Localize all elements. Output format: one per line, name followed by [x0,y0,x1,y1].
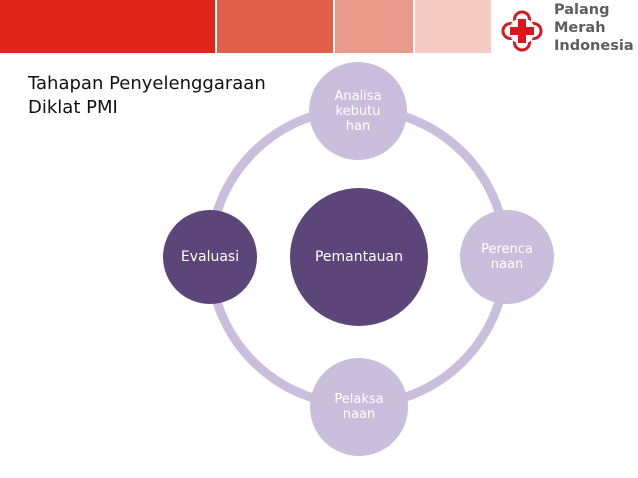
node-pelaksanaan-label: Pelaksa naan [334,392,384,422]
slide-title-line-1: Tahapan Penyelenggaraan [28,73,266,94]
node-perencanaan: Perenca naan [460,210,554,304]
header-band-1 [0,0,215,53]
slide-title: Tahapan Penyelenggaraan Diklat PMI [28,72,298,120]
header-band-2 [217,0,333,53]
logo-line-1: Palang [554,2,610,18]
node-analisa-kebutuhan-label: Analisa kebutu han [334,88,382,134]
node-pelaksanaan: Pelaksa naan [310,358,408,456]
node-pemantauan: Pemantauan [290,188,428,326]
logo-text: Palang Merah Indonesia [554,1,634,55]
header-band-3 [335,0,413,53]
node-pemantauan-label: Pemantauan [314,248,404,265]
node-perencanaan-label: Perenca naan [481,242,533,272]
node-analisa-kebutuhan: Analisa kebutu han [309,62,407,160]
node-evaluasi: Evaluasi [163,210,257,304]
header-band-4 [415,0,491,53]
logo-line-2: Merah [554,20,606,36]
pmi-logo: Palang Merah Indonesia [497,0,638,58]
slide-title-line-2: Diklat PMI [28,97,118,118]
logo-line-3: Indonesia [554,38,634,54]
node-evaluasi-label: Evaluasi [180,248,240,265]
red-cross-flower-icon [501,10,543,52]
